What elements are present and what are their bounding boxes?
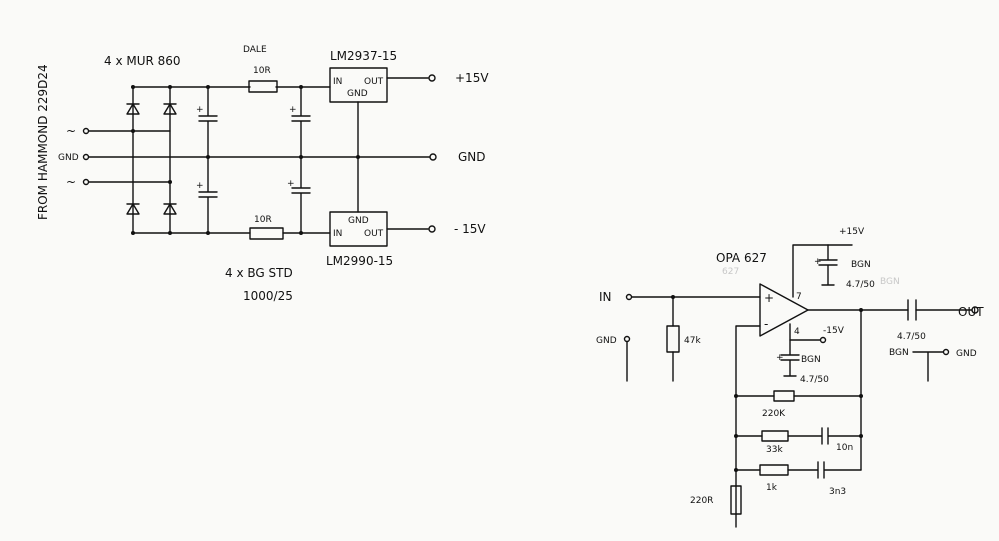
negative-regulator: GND IN OUT LM2990-15 [326,211,393,268]
bottom-cap-plus: + [776,353,784,363]
gnd-terminal [82,153,90,161]
feedback-r1-label: 220K [762,409,786,419]
junction-dots [131,85,360,235]
feedback-junctions [734,394,863,472]
dale-label: DALE [243,45,267,55]
cap-plus-3: + [289,105,297,115]
gnd-left-label: GND [596,336,617,346]
top-cap-plus: + [814,257,822,267]
output-gnd-label: GND [956,349,977,359]
output-junction [859,308,863,312]
output-wires [386,77,429,230]
filter-capacitors: + + + + [196,86,311,234]
input-terminal [625,293,633,301]
cap-plus-4: + [287,179,295,189]
output-label: OUT [958,305,984,319]
gnd-output-terminal [429,153,437,161]
opamp-plus-input: + [764,291,774,305]
positive-regulator-gnd: GND [347,89,368,99]
opamp-schematic: OPA 627 627 + - 7 4 +15V + BGN 4.7/50 BG… [596,227,984,528]
pos-output-label: +15V [455,71,489,85]
opamp-name-ghost: 627 [722,267,739,277]
neg-output-terminal [428,225,436,233]
negative-regulator-in: IN [333,229,342,239]
feedback-r1 [773,390,795,402]
output-cap-value: 4.7/50 [897,332,926,342]
top-cap-ghost: BGN [880,277,900,287]
input-resistor [666,325,680,353]
feedback-r3 [759,464,789,476]
feedback-c2-label: 10n [836,443,853,453]
cap-note-line2: 1000/25 [243,289,293,303]
output-capacitor [907,299,917,321]
gain-resistor-label: 220R [690,496,713,506]
bottom-cap-bgn: BGN [801,355,821,365]
output-terminal [971,306,979,314]
pin7-label: 7 [796,292,802,302]
output-gnd-terminal [942,348,950,356]
gnd-input-label: GND [58,153,79,163]
output-cap-bgn: BGN [889,348,909,358]
bridge-verticals [132,86,171,234]
cap-note-line1: 4 x BG STD [225,266,293,280]
bottom-decoupling-cap [780,339,800,377]
ac-terminal-2 [82,178,90,186]
bottom-cap-value: 4.7/50 [800,375,829,385]
output-gnd-wire [912,351,944,382]
negative-regulator-gnd: GND [348,216,369,226]
pos-output-terminal [428,74,436,82]
feedback-rc2-wires [735,427,862,445]
negative-regulator-out: OUT [364,229,384,239]
cap-plus-1: + [196,105,204,115]
feedback-rc3-wires [735,461,862,479]
opamp-name: OPA 627 [716,251,767,265]
negative-regulator-name: LM2990-15 [326,254,393,268]
opamp-triangle [759,283,809,337]
source-label: FROM HAMMOND 229D24 [36,64,50,220]
feedback-r2 [761,430,789,442]
pin4-label: 4 [794,327,800,337]
positive-regulator-name: LM2937-15 [330,49,397,63]
feedback-c3-label: 3n3 [829,487,846,497]
diode-label: 4 x MUR 860 [104,54,181,68]
bottom-resistor [249,227,284,240]
top-decoupling-cap [818,244,838,286]
pos-supply-wire [792,244,853,298]
neg-supply-terminal [819,336,827,344]
opamp-vneg-label: -15V [823,326,845,336]
neg-output-label: - 15V [454,222,486,236]
positive-regulator-out: OUT [364,77,384,87]
top-resistor-label: 10R [253,66,271,76]
input-resistor-label: 47k [684,336,701,346]
positive-regulator: LM2937-15 IN OUT GND [329,49,397,103]
top-resistor [248,80,278,93]
feedback-r3-label: 1k [766,483,778,493]
power-supply-schematic: FROM HAMMOND 229D24 ~ GND ~ 4 x MUR 860 … [36,45,489,303]
gnd-output-label: GND [458,150,486,164]
cap-plus-2: + [196,181,204,191]
bridge-diodes [126,103,177,215]
top-cap-bgn: BGN [851,260,871,270]
input-label: IN [599,290,612,304]
top-cap-value: 4.7/50 [846,280,875,290]
ac-input-label-2: ~ [66,175,76,189]
ac-terminal-1 [82,127,90,135]
positive-regulator-in: IN [333,77,342,87]
inverting-input-wire [735,325,761,528]
gain-resistor [730,485,742,515]
feedback-r2-label: 33k [766,445,783,455]
ac-input-label-1: ~ [66,124,76,138]
gnd-left-terminal [623,335,631,343]
opamp-minus-input: - [764,317,768,331]
input-wires [88,130,431,183]
bottom-resistor-label: 10R [254,215,272,225]
opamp-vpos-label: +15V [839,227,865,237]
